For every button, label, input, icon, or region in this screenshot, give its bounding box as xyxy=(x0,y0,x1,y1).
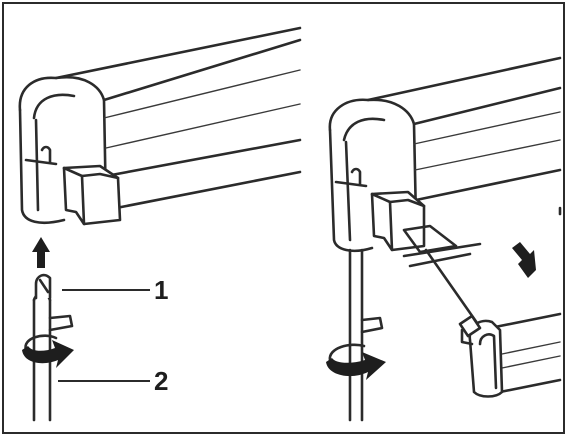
awning-cassette-left xyxy=(18,26,302,226)
down-arrow-icon xyxy=(512,242,536,278)
callout-1: 1 xyxy=(62,275,168,305)
callout-1-label: 1 xyxy=(154,275,168,305)
right-panel xyxy=(326,56,562,422)
rotate-arrow-icon xyxy=(326,343,386,380)
callout-2: 2 xyxy=(58,366,168,396)
awning-fabric xyxy=(424,206,562,332)
front-rail xyxy=(458,312,562,398)
rotate-arrow-icon xyxy=(22,334,74,368)
awning-cassette-right xyxy=(328,56,562,268)
callout-2-label: 2 xyxy=(154,366,168,396)
crank-rod-right xyxy=(348,248,384,422)
up-arrow-icon xyxy=(32,237,50,268)
left-panel: 1 2 xyxy=(18,26,302,422)
